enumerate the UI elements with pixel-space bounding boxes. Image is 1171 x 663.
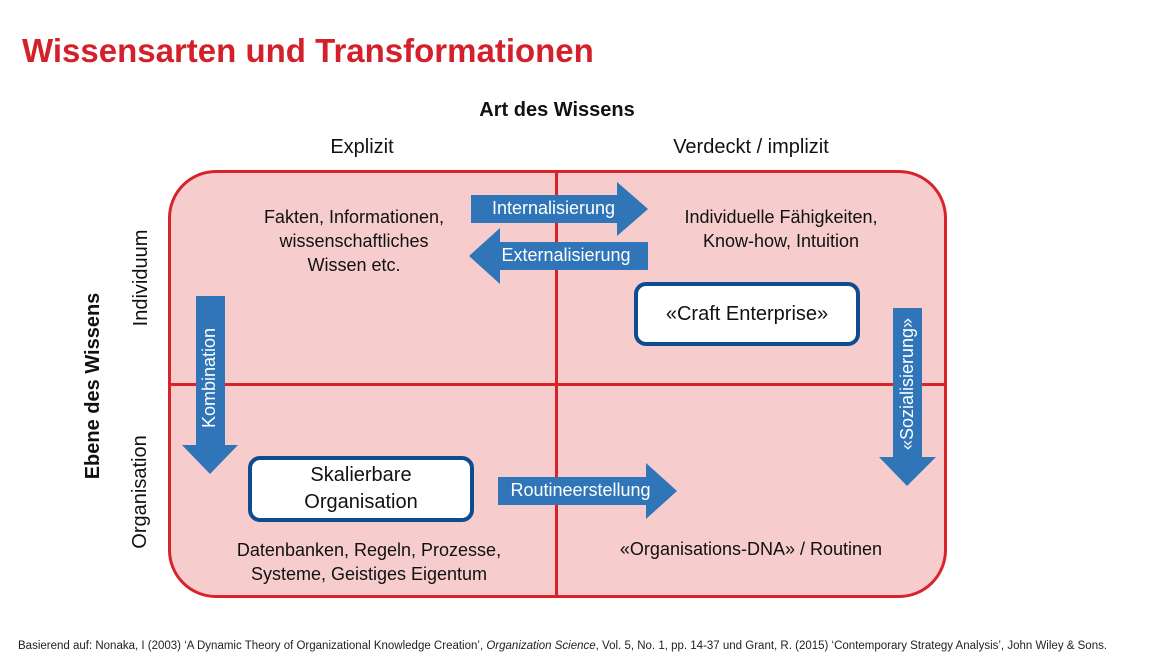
- cell-bottom-left-line: Datenbanken, Regeln, Prozesse,: [236, 540, 502, 560]
- column-header-implicit: Verdeckt / implizit: [673, 136, 829, 158]
- kombination-label: Kombination: [199, 327, 219, 429]
- cell-top-left-line: Wissen etc.: [307, 255, 401, 275]
- footnote-journal: Organization Science: [486, 640, 596, 652]
- cell-top-right-line: Individuelle Fähigkeiten,: [684, 207, 878, 227]
- source-footnote: Basierend auf: Nonaka, I (2003) ‘A Dynam…: [18, 640, 1107, 652]
- routineerstellung-label: Routineerstellung: [510, 480, 651, 500]
- craft-enterprise-box: «Craft Enterprise»: [634, 282, 860, 346]
- page-title: Wissensarten und Transformationen: [22, 32, 594, 69]
- cell-top-right-line: Know-how, Intuition: [702, 231, 860, 251]
- scalable-organisation-line: Organisation: [304, 491, 418, 513]
- cell-top-left-text: Fakten, Informationen, wissenschaftliche…: [234, 205, 474, 277]
- scalable-organisation-box: Skalierbare Organisation: [248, 456, 474, 522]
- externalisierung-label: Externalisierung: [501, 245, 631, 265]
- cell-bottom-right-text: «Organisations-DNA» / Routinen: [619, 539, 883, 559]
- externalisierung-arrow-icon: [469, 228, 648, 284]
- sozialisierung-arrow-icon: [879, 308, 936, 486]
- cell-bottom-left-text: Datenbanken, Regeln, Prozesse, Systeme, …: [209, 538, 529, 586]
- cell-bottom-left-line: Systeme, Geistiges Eigentum: [250, 564, 488, 584]
- scalable-organisation-line: Skalierbare: [310, 464, 412, 486]
- matrix-horizontal-divider: [170, 383, 945, 386]
- craft-enterprise-label: «Craft Enterprise»: [665, 302, 829, 325]
- kombination-arrow-icon: [182, 296, 238, 474]
- footnote-part1: Basierend auf: Nonaka, I (2003) ‘A Dynam…: [18, 640, 487, 652]
- internalisierung-label: Internalisierung: [491, 198, 616, 218]
- sozialisierung-label: «Sozialisierung»: [897, 317, 917, 451]
- footnote-part2: , Vol. 5, No. 1, pp. 14-37 und Grant, R.…: [595, 640, 1108, 652]
- column-header-explicit: Explizit: [330, 136, 394, 158]
- cell-top-left-line: Fakten, Informationen,: [263, 207, 445, 227]
- routineerstellung-arrow-icon: [498, 463, 677, 519]
- cell-top-left-line: wissenschaftliches: [279, 231, 429, 251]
- cell-top-right-text: Individuelle Fähigkeiten, Know-how, Intu…: [661, 205, 901, 253]
- internalisierung-arrow-icon: [471, 182, 648, 236]
- top-axis-title: Art des Wissens: [479, 99, 635, 121]
